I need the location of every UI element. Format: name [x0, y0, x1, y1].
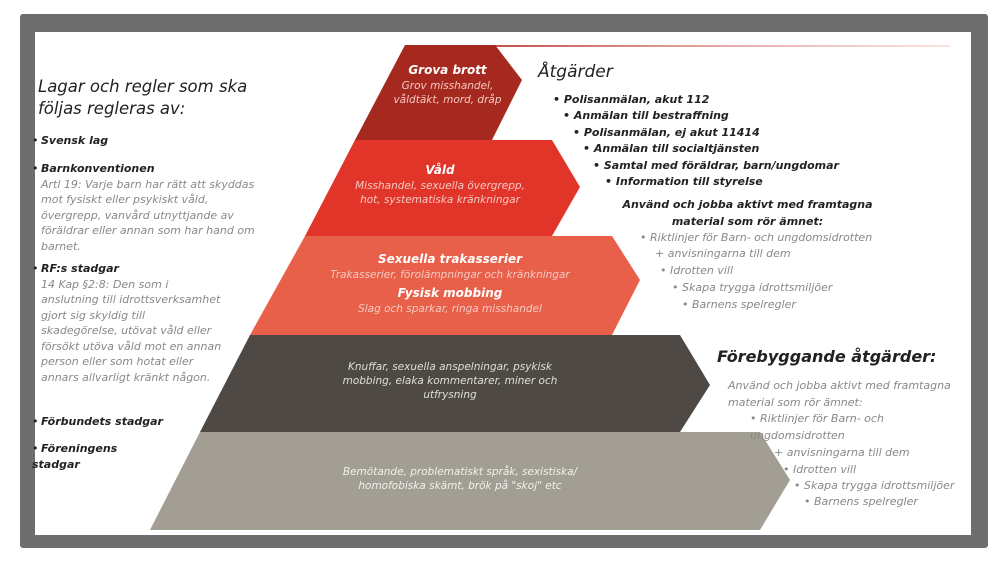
- material-item: • Idrotten vill: [660, 264, 734, 277]
- pyramid-level-2: [305, 140, 580, 236]
- action-item: • Anmälan till socialtjänsten: [583, 142, 760, 155]
- action-item: • Polisanmälan, ej akut 11414: [573, 126, 760, 139]
- prevention-item: + anvisningarna till dem: [774, 446, 910, 459]
- action-item: • Samtal med föräldrar, barn/ungdomar: [593, 159, 839, 172]
- prevention-intro: Använd och jobba aktivt med framtagna ma…: [728, 379, 951, 409]
- material-item: • Riktlinjer för Barn- och ungdomsidrott…: [640, 231, 873, 244]
- action-item: • Polisanmälan, akut 112: [553, 93, 710, 106]
- material-item: + anvisningarna till dem: [655, 247, 791, 260]
- pyramid-level-1: [355, 45, 522, 140]
- level-4-label: Knuffar, sexuella anspelningar, psykisk …: [342, 361, 558, 401]
- material-heading: Använd och jobba aktivt med framtagna ma…: [622, 198, 873, 228]
- law-item: •Svensk lag: [32, 134, 109, 147]
- laws-heading: Lagar och regler som ska följas regleras…: [38, 77, 248, 118]
- pyramid-level-4: [200, 335, 710, 432]
- pyramid-level-3: [250, 236, 640, 335]
- actions-heading: Åtgärder: [538, 62, 613, 82]
- law-item: •Föreningens stadgar: [32, 442, 118, 471]
- level-5-label: Bemötande, problematiskt språk, sexistis…: [342, 466, 578, 492]
- material-item: • Barnens spelregler: [682, 298, 796, 311]
- law-item: •Förbundets stadgar: [32, 415, 163, 428]
- prevention-item: • Idrotten vill: [783, 463, 857, 476]
- prevention-item: • Riktlinjer för Barn- och ungdomsidrott…: [750, 412, 884, 442]
- action-item: • Anmälan till bestraffning: [563, 109, 729, 122]
- top-accent-line: [405, 45, 950, 47]
- prevention-heading: Förebyggande åtgärder:: [717, 347, 937, 366]
- pyramid-level-5: [150, 432, 790, 530]
- material-item: • Skapa trygga idrottsmiljöer: [672, 281, 833, 294]
- prevention-item: • Skapa trygga idrottsmiljöer: [794, 479, 955, 492]
- prevention-item: • Barnens spelregler: [804, 495, 918, 508]
- action-item: • Information till styrelse: [605, 175, 763, 188]
